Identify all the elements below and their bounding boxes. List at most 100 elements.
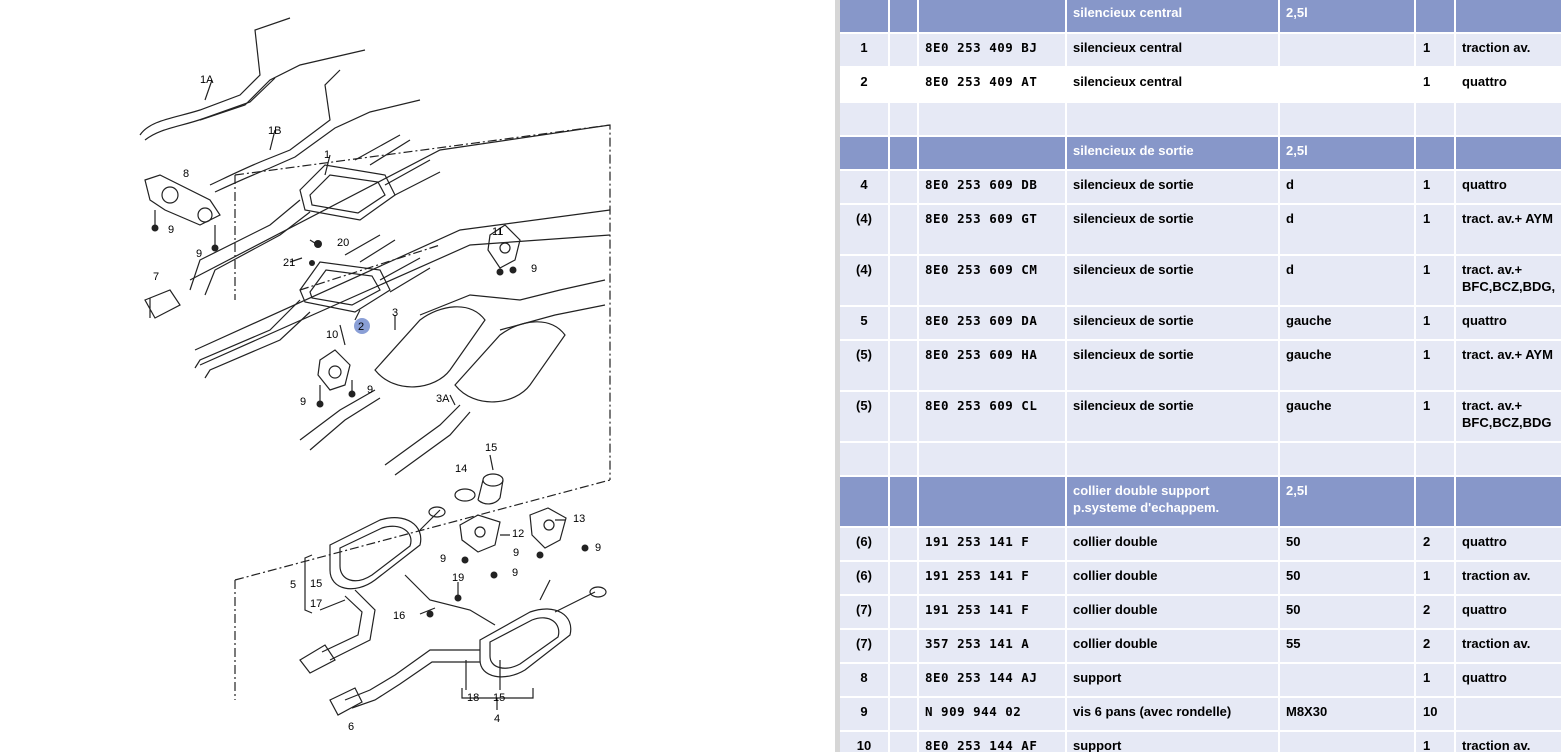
cell-remark: quattro	[1456, 307, 1563, 341]
callout-2[interactable]: 2	[358, 321, 364, 333]
cell-quantity: 1	[1416, 171, 1456, 205]
cell-remark: traction av.	[1456, 732, 1563, 752]
cell-part-number	[919, 137, 1067, 171]
cell-part-number: 8E0 253 609 DB	[919, 171, 1067, 205]
cell-part-number: N 909 944 02	[919, 698, 1067, 732]
cell-designation: support	[1067, 664, 1280, 698]
rear-muffler-3a	[454, 321, 566, 403]
callout-20[interactable]: 20	[337, 237, 349, 249]
callout-9-extra: 9	[513, 547, 519, 559]
screws-9	[151, 224, 589, 618]
callout-14[interactable]: 14	[455, 463, 467, 475]
cell-position	[840, 0, 890, 34]
clamp-15	[482, 473, 504, 487]
cell-quantity: 1	[1416, 256, 1456, 307]
callout-11[interactable]: 11	[492, 226, 503, 238]
cell-part-number: 8E0 253 609 CM	[919, 256, 1067, 307]
cell-designation: silencieux de sortie	[1067, 307, 1280, 341]
callout-9-extra: 9	[440, 553, 446, 565]
callout-19[interactable]: 19	[452, 572, 464, 584]
callout-18[interactable]: 18	[467, 692, 479, 704]
cell-designation: silencieux de sortie	[1067, 341, 1280, 392]
cell-flag	[890, 630, 919, 664]
callout-3[interactable]: 3	[392, 307, 398, 319]
cell-part-number: 8E0 253 409 BJ	[919, 34, 1067, 68]
callout-15[interactable]: 15	[485, 442, 497, 454]
cell-part-number	[919, 103, 1067, 137]
cell-quantity: 1	[1416, 341, 1456, 392]
cell-position: 10	[840, 732, 890, 752]
cell-designation: silencieux de sortie	[1067, 205, 1280, 256]
cell-remark: quattro	[1456, 171, 1563, 205]
callout-7[interactable]: 7	[153, 271, 159, 283]
callout-5[interactable]: 5	[290, 579, 296, 591]
cell-position: 1	[840, 34, 890, 68]
callout-10[interactable]: 10	[326, 329, 338, 341]
cell-designation: silencieux de sortie	[1067, 171, 1280, 205]
callout-4[interactable]: 4	[494, 713, 500, 725]
cell-remark: tract. av.+ BFC,BCZ,BDG,	[1456, 256, 1563, 307]
cell-part-number: 8E0 253 609 GT	[919, 205, 1067, 256]
callout-8[interactable]: 8	[183, 168, 189, 180]
cell-flag	[890, 171, 919, 205]
callout-17[interactable]: 17	[310, 598, 322, 610]
cell-part-number: 8E0 253 609 HA	[919, 341, 1067, 392]
cell-variant: d	[1280, 205, 1416, 256]
cell-flag	[890, 596, 919, 630]
callout-6[interactable]: 6	[348, 721, 354, 733]
cell-part-number: 8E0 253 609 CL	[919, 392, 1067, 443]
cell-part-number: 8E0 253 144 AJ	[919, 664, 1067, 698]
clamp-7	[144, 289, 181, 319]
cell-variant: 2,5l	[1280, 137, 1416, 171]
callout-9-extra: 9	[196, 248, 202, 260]
cell-remark: quattro	[1456, 596, 1563, 630]
callout-3a[interactable]: 3A	[436, 393, 450, 405]
cell-designation: vis 6 pans (avec rondelle)	[1067, 698, 1280, 732]
callout-13[interactable]: 13	[573, 513, 585, 525]
callout-9[interactable]: 9	[168, 224, 174, 236]
cell-quantity: 1	[1416, 562, 1456, 596]
callout-12[interactable]: 12	[512, 528, 524, 540]
cell-variant: gauche	[1280, 392, 1416, 443]
callout-1a[interactable]: 1A	[200, 74, 214, 86]
cell-part-number	[919, 477, 1067, 528]
callout-1[interactable]: 1	[324, 149, 330, 161]
cell-flag	[890, 732, 919, 752]
cell-quantity: 1	[1416, 664, 1456, 698]
cell-flag	[890, 477, 919, 528]
callout-16[interactable]: 16	[393, 610, 405, 622]
cell-remark	[1456, 698, 1563, 732]
cell-quantity: 2	[1416, 630, 1456, 664]
cell-remark: quattro	[1456, 664, 1563, 698]
cell-variant: 50	[1280, 562, 1416, 596]
callout-1b[interactable]: 1B	[268, 125, 281, 137]
cell-designation: collier double	[1067, 562, 1280, 596]
cell-position: 9	[840, 698, 890, 732]
clamp-14	[454, 488, 476, 502]
cell-flag	[890, 68, 919, 103]
cell-flag	[890, 341, 919, 392]
cell-quantity: 10	[1416, 698, 1456, 732]
callout-21[interactable]: 21	[283, 257, 295, 269]
cell-position	[840, 443, 890, 477]
cell-designation: silencieux de sortie	[1067, 137, 1280, 171]
cell-variant: 2,5l	[1280, 0, 1416, 34]
panel-divider[interactable]	[835, 0, 840, 752]
cell-designation: collier double support p.systeme d'echap…	[1067, 477, 1280, 528]
cell-variant	[1280, 732, 1416, 752]
